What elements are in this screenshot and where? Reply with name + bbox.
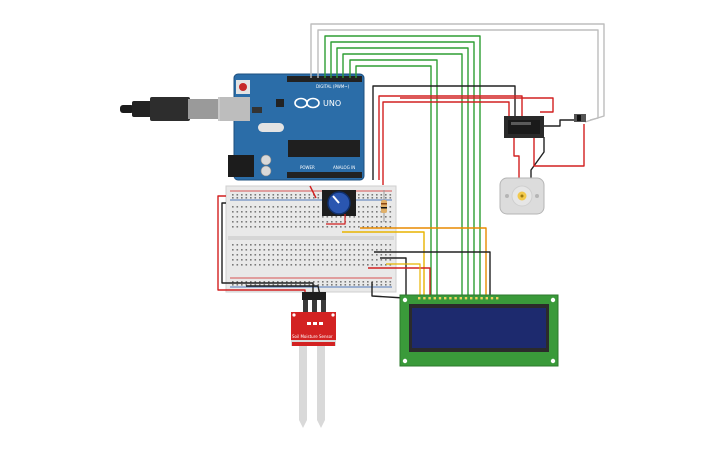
breadboard[interactable] [225,185,397,293]
analog-header-label: ANALOG IN [333,165,355,170]
power-header-label: POWER [300,165,315,170]
lcd-display[interactable] [399,294,559,367]
usb-plug-icon [120,97,240,121]
dc-motor-icon[interactable] [499,177,545,215]
knob-icon[interactable] [322,190,356,216]
soil-moisture-sensor[interactable]: Soil Moisture Sensor [291,292,336,428]
relay-icon[interactable] [504,116,544,138]
digital-header-label: DIGITAL (PWM~) [316,84,350,89]
breadboard-holes [232,194,392,286]
arduino-uno-board[interactable]: UNO DIGITAL (PWM~) POWER ANALOG IN [220,73,365,181]
lcd-pin-header [418,297,499,300]
arduino-logo-icon [294,97,320,109]
soil-sensor-label: Soil Moisture Sensor [292,334,333,339]
resistor [381,190,387,222]
wires [217,23,605,301]
arduino-uno-label: UNO [323,99,341,108]
slide-switch[interactable] [574,114,586,122]
